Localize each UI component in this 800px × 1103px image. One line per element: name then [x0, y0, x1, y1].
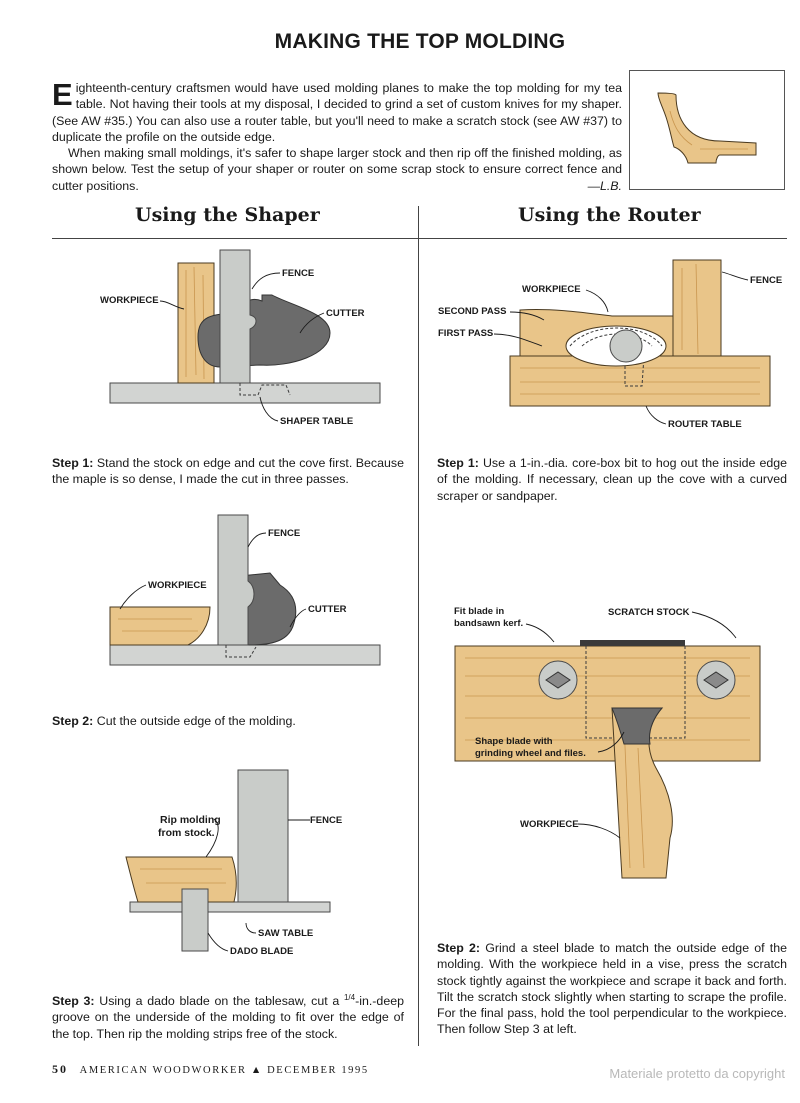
- shaper-step3-text: Step 3: Using a dado blade on the tables…: [52, 993, 404, 1041]
- intro-paragraph-2: When making small moldings, it's safer t…: [52, 146, 622, 193]
- dado-blade: [181, 888, 209, 952]
- shaper-step2-figure: WORKPIECE FENCE CUTTER: [109, 514, 381, 666]
- label-workpiece: WORKPIECE: [522, 284, 581, 295]
- fence: [237, 769, 289, 903]
- scraper-blade: [611, 707, 664, 745]
- shaper-step1-figure: WORKPIECE FENCE CUTTER SHAPER TABLE: [100, 249, 381, 427]
- fence: [219, 249, 257, 384]
- molding-profile-box: [629, 70, 785, 190]
- label-fence: FENCE: [282, 268, 314, 279]
- molding-profile-illustration: [657, 92, 757, 164]
- label-saw-table: SAW TABLE: [258, 928, 313, 939]
- label-fence: FENCE: [268, 528, 300, 539]
- author-signature: —L.B.: [587, 178, 622, 193]
- label-router-table: ROUTER TABLE: [668, 419, 742, 430]
- shaper-cutter: [197, 294, 331, 368]
- label-workpiece: WORKPIECE: [520, 819, 579, 830]
- workpiece: [109, 606, 211, 646]
- page-footer: 50 AMERICAN WOODWORKER ▲ DECEMBER 1995: [52, 1062, 369, 1077]
- label-rip-molding-2: from stock.: [158, 827, 215, 839]
- label-shape-blade-1: Shape blade with: [475, 736, 553, 747]
- router-table: [509, 355, 771, 407]
- label-second-pass: SECOND PASS: [438, 306, 506, 317]
- router-step1-figure: WORKPIECE SECOND PASS FIRST PASS FENCE R…: [438, 259, 782, 430]
- router-step2-figure: Fit blade in bandsawn kerf. SCRATCH STOC…: [454, 606, 761, 879]
- shaper-step3-figure: Rip molding from stock. FENCE SAW TABLE …: [125, 769, 342, 957]
- router-step1-text: Step 1: Use a 1-in.-dia. core-box bit to…: [437, 456, 788, 503]
- router-heading: Using the Router: [518, 204, 701, 226]
- shaper-step2-text: Step 2: Cut the outside edge of the mold…: [52, 714, 296, 728]
- label-fit-blade-1: Fit blade in: [454, 606, 504, 617]
- label-shape-blade-2: grinding wheel and files.: [475, 748, 586, 759]
- label-shaper-table: SHAPER TABLE: [280, 416, 353, 427]
- router-step2-text: Step 2: Grind a steel blade to match the…: [437, 941, 787, 1037]
- footer-triangle-icon: ▲: [250, 1065, 263, 1076]
- heading-rule: [52, 238, 787, 239]
- issue-date: DECEMBER 1995: [267, 1065, 369, 1076]
- label-fit-blade-2: bandsawn kerf.: [454, 618, 523, 629]
- shaper-table: [109, 382, 381, 404]
- copyright-watermark: Materiale protetto da copyright: [609, 1066, 785, 1081]
- magazine-name: AMERICAN WOODWORKER: [79, 1065, 247, 1076]
- label-cutter: CUTTER: [308, 604, 347, 615]
- label-cutter: CUTTER: [326, 308, 365, 319]
- shaper-step1-text: Step 1: Stand the stock on edge and cut …: [52, 456, 404, 487]
- label-fence: FENCE: [310, 815, 342, 826]
- fence: [217, 514, 255, 646]
- page-title: MAKING THE TOP MOLDING: [274, 30, 566, 53]
- label-workpiece: WORKPIECE: [148, 580, 207, 591]
- column-divider: [418, 206, 419, 1046]
- label-scratch-stock: SCRATCH STOCK: [608, 607, 690, 618]
- saw-table: [129, 901, 331, 913]
- workpiece: [125, 856, 237, 903]
- label-fence: FENCE: [750, 275, 782, 286]
- page-number: 50: [52, 1062, 68, 1076]
- drop-cap: E: [52, 77, 73, 112]
- shaper-heading: Using the Shaper: [135, 204, 320, 226]
- label-first-pass: FIRST PASS: [438, 328, 493, 339]
- label-rip-molding-1: Rip molding: [160, 814, 221, 826]
- blade-kerf: [580, 640, 685, 646]
- label-dado-blade: DADO BLADE: [230, 946, 293, 957]
- label-workpiece: WORKPIECE: [100, 295, 159, 306]
- shaper-table: [109, 644, 381, 666]
